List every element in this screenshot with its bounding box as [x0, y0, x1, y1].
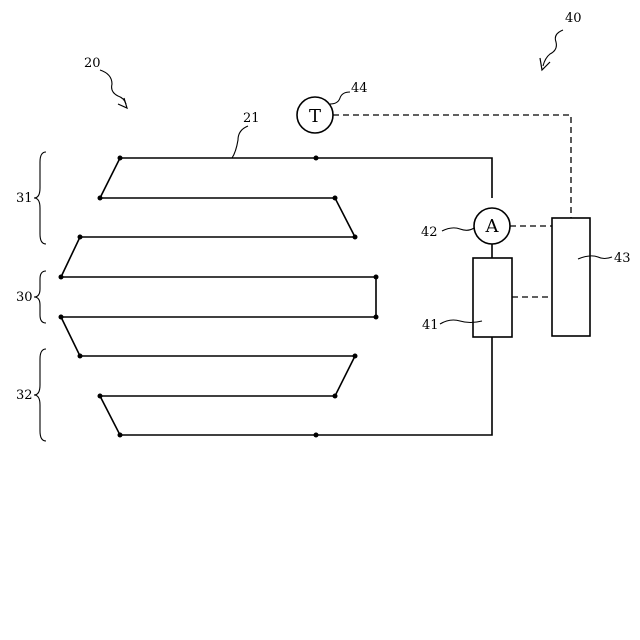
- thermometer: T: [297, 97, 333, 133]
- braces: [34, 152, 46, 441]
- heater-wire: [61, 158, 492, 435]
- leader-40: [543, 30, 563, 66]
- ref-32: 32: [16, 388, 33, 403]
- ref-31: 31: [16, 191, 33, 206]
- leader-42: [442, 228, 474, 231]
- power-unit-41: [473, 258, 512, 337]
- signal-lines: [333, 115, 571, 297]
- leader-21: [232, 126, 248, 158]
- wire-top-segment: [61, 158, 492, 435]
- leader-20: [100, 70, 126, 104]
- signal-thermometer-controller: [333, 115, 571, 218]
- ammeter-symbol: A: [485, 216, 500, 237]
- controller-43: [552, 218, 590, 336]
- ammeter: A: [474, 208, 510, 244]
- ref-43: 43: [614, 251, 631, 266]
- reference-numerals: 20 40 21 44 31 30 32 42 41 43: [16, 11, 631, 403]
- leader-lines: [100, 30, 612, 324]
- ref-42: 42: [421, 225, 438, 240]
- ref-41: 41: [422, 318, 439, 333]
- brace-30: [34, 271, 46, 323]
- arrow-20: [118, 98, 127, 108]
- leader-44: [330, 92, 350, 104]
- ref-20: 20: [84, 56, 101, 71]
- ref-44: 44: [351, 81, 368, 96]
- ref-40: 40: [565, 11, 582, 26]
- brace-31: [34, 152, 46, 244]
- ref-30: 30: [16, 290, 33, 305]
- ref-21: 21: [243, 111, 260, 126]
- brace-32: [34, 349, 46, 441]
- thermometer-symbol: T: [309, 106, 321, 127]
